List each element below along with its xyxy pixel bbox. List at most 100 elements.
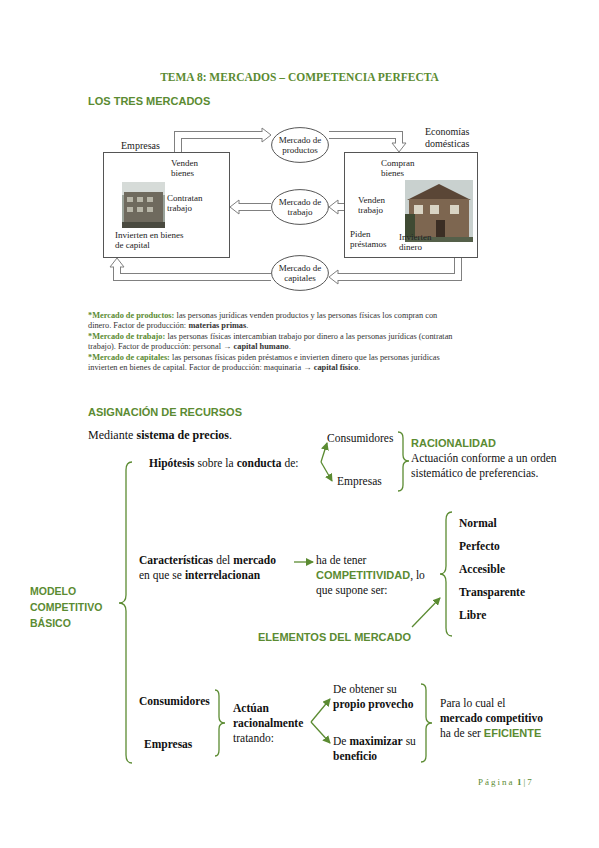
arrow-body: [337, 204, 345, 210]
label-text: Perfecto: [459, 540, 500, 552]
element-item: Accesible: [459, 562, 505, 577]
arrow-head: [230, 200, 239, 214]
label-text: ha de tener: [316, 554, 366, 566]
photo-window: [147, 207, 153, 212]
fork-arrow: [321, 462, 332, 481]
arrow-body: [117, 266, 271, 278]
label-text: Actúan racionalmente: [233, 702, 303, 729]
arrow-outline: [239, 203, 271, 211]
photo-window: [137, 207, 143, 212]
concept-text: Demaximizarsu: [333, 734, 416, 749]
market-name: Mercado de trabajo: [274, 197, 326, 217]
label-text: .: [229, 428, 232, 442]
label-text: MODELO COMPETITIVO BÁSICO: [30, 585, 102, 629]
page-number: Página1|7: [478, 776, 534, 788]
label-text: del: [216, 554, 230, 566]
element-item: Normal: [459, 516, 497, 531]
label-text: interrelacionan: [185, 569, 260, 581]
concept-text: Para lo cual el: [440, 696, 505, 711]
arrow-outline: [338, 258, 458, 277]
activity-text: Contratan trabajo: [167, 193, 213, 213]
concept-text: tratando:: [233, 731, 274, 746]
activity-text: Venden trabajo: [358, 195, 398, 215]
box-heading: Economías domésticas: [425, 126, 485, 150]
photo-house: [409, 199, 469, 237]
photo-window: [147, 197, 153, 202]
photo-building: [124, 192, 163, 222]
photo-window: [430, 205, 439, 214]
fork-arrow: [311, 699, 330, 722]
label-text: .: [358, 363, 360, 372]
label-text: *Mercado de capitales:: [88, 353, 170, 362]
label-text: COMPETITIVIDAD: [316, 569, 410, 581]
activity-text: Piden préstamos: [350, 229, 394, 249]
label-text: EFICIENTE: [484, 727, 541, 739]
circle-shape: [272, 256, 329, 291]
label-text: Características: [139, 554, 213, 566]
label-text: su: [406, 735, 416, 747]
label-text: Normal: [459, 517, 497, 529]
curly-brace: [440, 512, 452, 636]
market-circle: Mercado de trabajo: [271, 189, 329, 225]
label-text: capital físico: [314, 363, 358, 372]
label-text: *Mercado de trabajo:: [88, 332, 165, 341]
concept-text: De obtener su: [333, 682, 397, 697]
market-circle: Mercado de capitales: [271, 255, 329, 291]
label-text: Empresas: [144, 738, 192, 750]
label-text: Transparente: [459, 586, 525, 598]
photo-window: [137, 197, 143, 202]
label-text: Hipótesis: [149, 457, 194, 469]
label-text: .: [246, 321, 248, 330]
curly-brace: [421, 684, 432, 762]
arrow-head: [392, 143, 406, 152]
label-text: Empresas: [337, 475, 382, 487]
flow-arrow: [329, 200, 344, 214]
label-text: Consumidores: [139, 695, 210, 707]
label-text: RACIONALIDAD: [411, 437, 496, 449]
concept-text: en que seinterrelacionan: [139, 568, 260, 583]
fork-arrow: [311, 722, 330, 743]
label-text: Mediante: [88, 428, 133, 442]
label-text: 1: [517, 777, 524, 787]
fork-arrow: [321, 443, 327, 462]
label-text: ASIGNACIÓN DE RECURSOS: [88, 406, 242, 418]
label-text: Página: [478, 777, 515, 787]
arrow-body: [337, 258, 459, 277]
activity-text: Invierten en bienes de capital: [115, 230, 185, 250]
section-heading: ASIGNACIÓN DE RECURSOS: [88, 406, 388, 418]
label-text: en que se: [139, 569, 182, 581]
concept-text: ha de tener: [316, 553, 366, 568]
flow-arrow: [178, 128, 271, 152]
agent-text: Consumidores: [139, 694, 210, 709]
photo-door: [436, 220, 445, 237]
box-heading: Empresas: [121, 140, 181, 152]
label-text: maximizar: [350, 735, 403, 747]
agent-text: Consumidores: [327, 431, 393, 446]
label-text: tratando:: [233, 732, 274, 744]
photo-window: [450, 205, 459, 214]
label-text: propio provecho: [333, 698, 413, 710]
definition-text: Actuación conforme a un orden sistemátic…: [411, 451, 581, 481]
page-title: TEMA 8: MERCADOS – COMPETENCIA PERFECTA: [0, 71, 599, 83]
concept-text: Característicasdelmercado: [139, 553, 276, 568]
element-item: Transparente: [459, 585, 525, 600]
label-text: capital humano: [234, 342, 289, 351]
label-text: Libre: [459, 609, 486, 621]
concept-text: propio provecho: [333, 697, 413, 712]
activity-text: Compran bienes: [381, 158, 423, 178]
pointer-arrow: [294, 561, 313, 562]
agent-text: Empresas: [144, 737, 192, 752]
flow-arrow: [110, 258, 271, 277]
label-text: mercado competitivo: [440, 712, 543, 724]
section-heading: LOS TRES MERCADOS: [88, 95, 338, 107]
photo-bg: [122, 182, 165, 228]
label-text: Para lo cual el: [440, 697, 505, 709]
label-text: Consumidores: [327, 432, 393, 444]
label-text: ELEMENTOS DEL MERCADO: [258, 631, 411, 643]
flow-arrow: [329, 135, 406, 152]
label-text: *Mercado de productos:: [88, 311, 174, 320]
arrow-head: [329, 270, 338, 284]
arrow-body: [329, 135, 399, 145]
photo-ground: [122, 222, 165, 228]
